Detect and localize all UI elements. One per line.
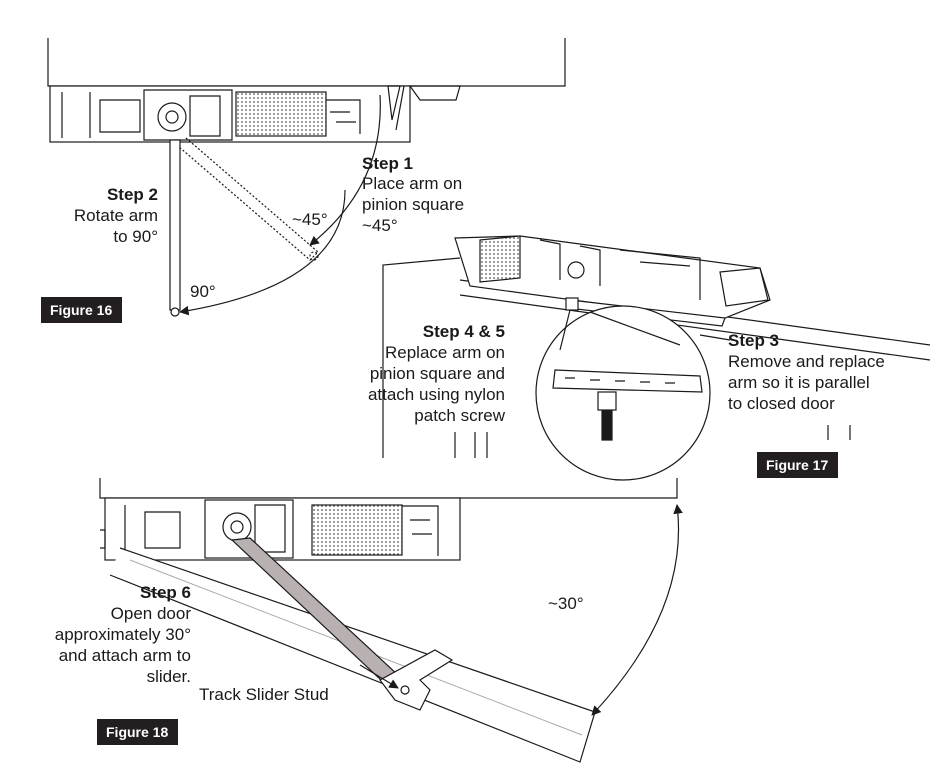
figure-16-drawing [47, 38, 566, 317]
step45-line-4: patch screw [414, 406, 505, 425]
step3-line-1: Remove and replace [728, 352, 885, 371]
step45-line-3: attach using nylon [367, 385, 505, 404]
angle-90-label: 90° [190, 282, 216, 301]
step3-line-2: arm so it is parallel [728, 373, 870, 392]
step1-title: Step 1 [362, 154, 414, 173]
track-slider-stud-label: Track Slider Stud [199, 685, 329, 704]
step3-title: Step 3 [728, 331, 780, 350]
step6-line-1: Open door [110, 604, 191, 623]
angle-45-label: ~45° [292, 210, 328, 229]
step45-line-2: pinion square and [369, 364, 505, 383]
step1-line-3: ~45° [362, 216, 398, 235]
step6-title: Step 6 [139, 583, 191, 602]
figure-17-label: Figure 17 [757, 452, 839, 478]
step45-title: Step 4 & 5 [422, 322, 505, 341]
step1-line-1: Place arm on [362, 174, 463, 193]
angle-30-label: ~30° [548, 594, 584, 613]
step2-line-1: Rotate arm [73, 206, 158, 225]
figure-18-drawing [99, 478, 683, 763]
step2-line-2: to 90° [113, 227, 158, 246]
step1-line-2: pinion square [362, 195, 465, 214]
step45-line-1: Replace arm on [384, 343, 505, 362]
step6-line-4: slider. [146, 667, 191, 686]
step6-line-2: approximately 30° [54, 625, 191, 644]
step6-line-3: and attach arm to [58, 646, 191, 665]
step2-title: Step 2 [106, 185, 158, 204]
figure-16-label: Figure 16 [41, 297, 123, 323]
figure-18-label: Figure 18 [97, 719, 179, 745]
figure-17-drawing [382, 235, 931, 481]
step3-line-3: to closed door [728, 394, 835, 413]
